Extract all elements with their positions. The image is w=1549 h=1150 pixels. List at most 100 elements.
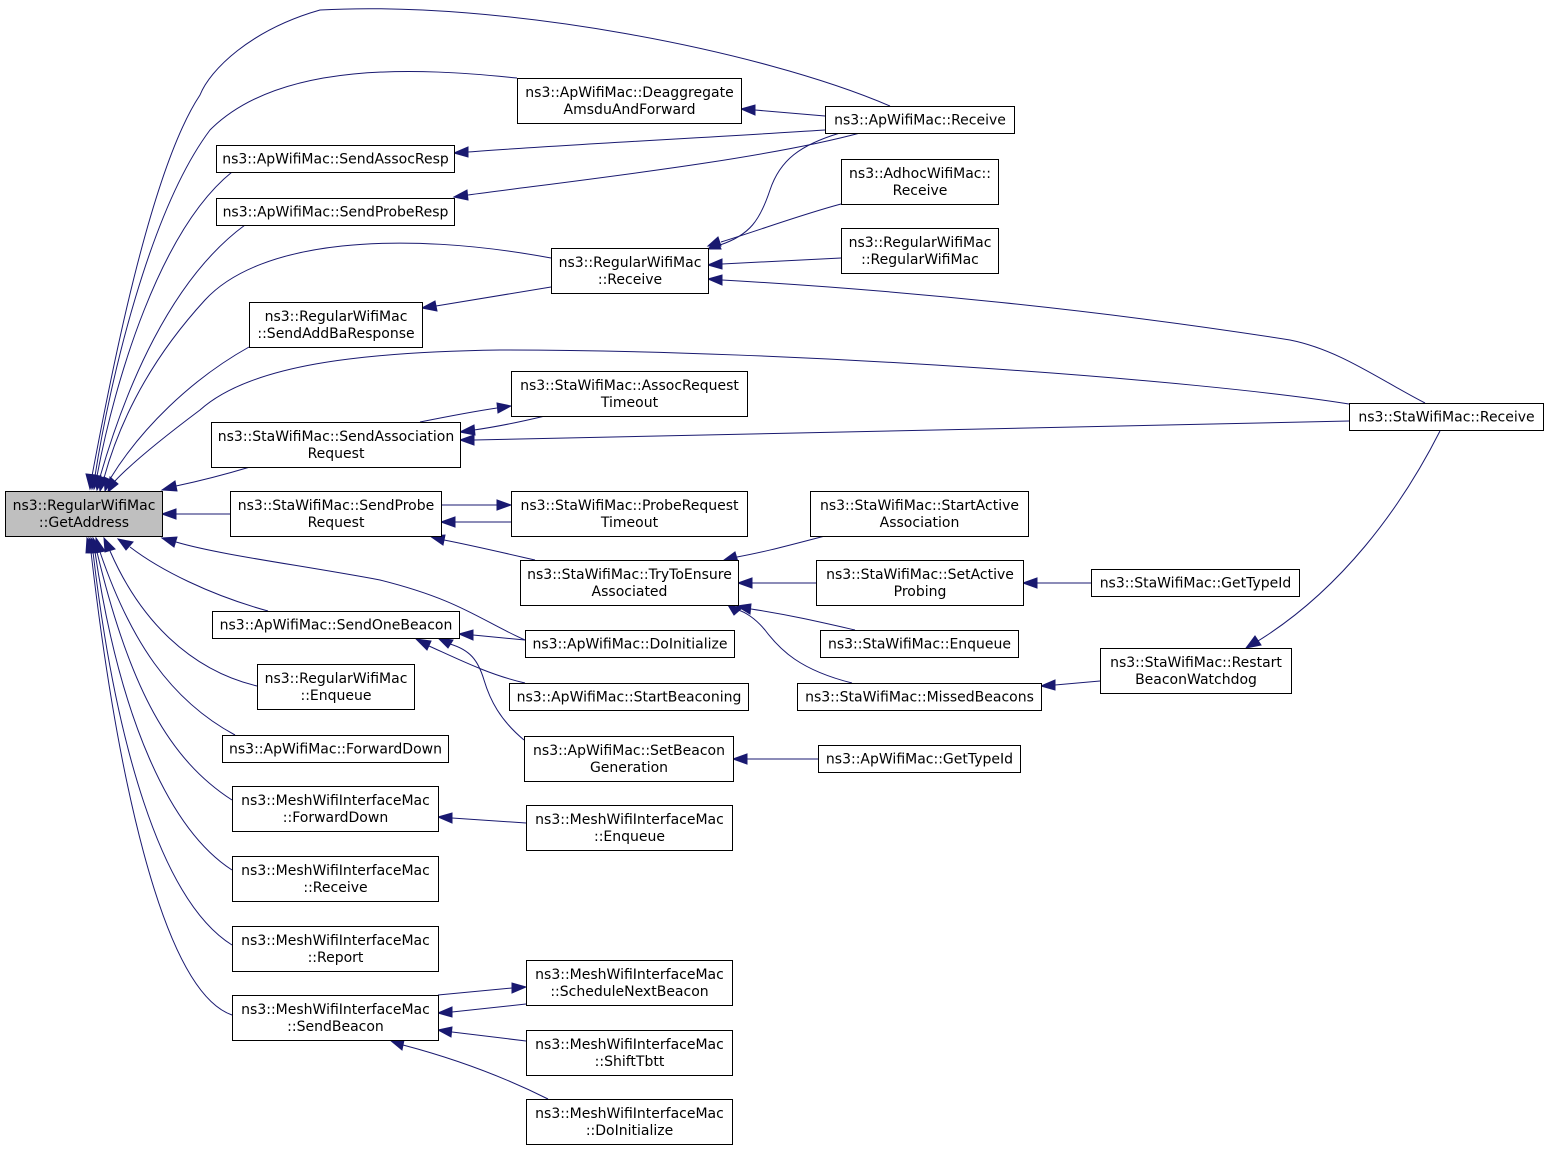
- edge-line: [721, 279, 1426, 404]
- node-label: ns3::RegularWifiMac: [265, 671, 408, 687]
- node-box[interactable]: [517, 78, 742, 124]
- edge-adhoc_receive-to-reg_receive: [706, 203, 842, 247]
- arrowhead-icon: [739, 104, 756, 116]
- arrowhead-icon: [458, 424, 476, 436]
- edge-reg_enqueue-to-root: [103, 536, 258, 687]
- arrowhead-icon: [414, 638, 432, 651]
- node-box[interactable]: [820, 630, 1019, 658]
- node-mesh-forwarddown[interactable]: ns3::MeshWifiInterfaceMac::ForwardDown: [232, 786, 439, 832]
- node-ap-deagg[interactable]: ns3::ApWifiMac::DeaggregateAmsduAndForwa…: [517, 78, 742, 124]
- node-box[interactable]: [232, 926, 439, 972]
- node-box[interactable]: [841, 159, 999, 205]
- node-label: BeaconWatchdog: [1135, 672, 1257, 688]
- node-box[interactable]: [257, 664, 415, 710]
- node-label: ns3::MeshWifiInterfaceMac: [241, 863, 430, 879]
- node-box[interactable]: [525, 630, 735, 658]
- node-box[interactable]: [526, 1099, 733, 1145]
- edge-line: [94, 551, 233, 871]
- node-box[interactable]: [551, 248, 709, 294]
- node-adhoc-receive[interactable]: ns3::AdhocWifiMac::Receive: [841, 159, 999, 205]
- node-ap-doinit[interactable]: ns3::ApWifiMac::DoInitialize: [525, 630, 735, 658]
- node-ap-sendprobe[interactable]: ns3::ApWifiMac::SendProbeResp: [216, 198, 455, 226]
- edge-mesh_doinit-to-mesh_sendbeacon: [388, 1039, 549, 1100]
- node-box[interactable]: [526, 960, 733, 1006]
- edge-sta_sendprobe-to-root: [160, 508, 230, 520]
- node-box[interactable]: [825, 106, 1015, 134]
- node-box[interactable]: [818, 745, 1021, 773]
- node-box[interactable]: [511, 491, 748, 537]
- node-ap-gettypeid[interactable]: ns3::ApWifiMac::GetTypeId: [818, 745, 1021, 773]
- node-reg-enqueue[interactable]: ns3::RegularWifiMac::Enqueue: [257, 664, 415, 710]
- node-box[interactable]: [216, 145, 455, 173]
- edge-sta_probetimeout-to-sta_sendprobe: [439, 516, 511, 528]
- node-box[interactable]: [212, 611, 460, 639]
- node-label: ns3::ApWifiMac::ForwardDown: [229, 742, 442, 758]
- arrowhead-icon: [1039, 679, 1056, 691]
- node-mesh-enqueue[interactable]: ns3::MeshWifiInterfaceMac::Enqueue: [526, 805, 733, 851]
- node-ap-receive[interactable]: ns3::ApWifiMac::Receive: [825, 106, 1015, 134]
- node-mesh-shift[interactable]: ns3::MeshWifiInterfaceMac::ShiftTbtt: [526, 1030, 733, 1076]
- edge-sta_assoctimeout-to-sta_sendassoc: [458, 415, 546, 436]
- node-box[interactable]: [232, 995, 439, 1041]
- node-mesh-schedule[interactable]: ns3::MeshWifiInterfaceMac::ScheduleNextB…: [526, 960, 733, 1006]
- node-mesh-sendbeacon[interactable]: ns3::MeshWifiInterfaceMac::SendBeacon: [232, 995, 439, 1041]
- node-box[interactable]: [1100, 648, 1292, 694]
- node-box[interactable]: [216, 198, 455, 226]
- edge-sta_receive-to-root: [107, 349, 1350, 494]
- node-mesh-receive[interactable]: ns3::MeshWifiInterfaceMac::Receive: [232, 856, 439, 902]
- node-reg-receive[interactable]: ns3::RegularWifiMac::Receive: [551, 248, 709, 294]
- node-box[interactable]: [810, 491, 1029, 537]
- node-reg-sendaddba[interactable]: ns3::RegularWifiMac::SendAddBaResponse: [249, 302, 423, 348]
- node-box[interactable]: [511, 371, 748, 417]
- node-box[interactable]: [797, 683, 1042, 711]
- node-box[interactable]: [232, 856, 439, 902]
- node-box[interactable]: [5, 491, 163, 537]
- node-label: ns3::AdhocWifiMac::: [849, 166, 991, 182]
- node-box[interactable]: [249, 302, 423, 348]
- node-box[interactable]: [526, 1030, 733, 1076]
- node-box[interactable]: [232, 786, 439, 832]
- node-box[interactable]: [230, 491, 442, 537]
- arrowhead-icon: [420, 300, 438, 312]
- node-ap-forwarddown[interactable]: ns3::ApWifiMac::ForwardDown: [222, 735, 449, 763]
- node-sta-receive[interactable]: ns3::StaWifiMac::Receive: [1349, 403, 1544, 431]
- node-sta-missed[interactable]: ns3::StaWifiMac::MissedBeacons: [797, 683, 1042, 711]
- node-label: ::DoInitialize: [586, 1123, 673, 1139]
- node-box[interactable]: [222, 735, 449, 763]
- edge-line: [754, 109, 826, 117]
- node-mesh-doinit[interactable]: ns3::MeshWifiInterfaceMac::DoInitialize: [526, 1099, 733, 1145]
- arrowhead-icon: [436, 1006, 453, 1018]
- node-root[interactable]: ns3::RegularWifiMac::GetAddress: [5, 491, 163, 537]
- node-box[interactable]: [1349, 403, 1544, 431]
- arrowhead-icon: [160, 480, 178, 492]
- node-reg-ctor[interactable]: ns3::RegularWifiMac::RegularWifiMac: [841, 228, 999, 274]
- node-mesh-report[interactable]: ns3::MeshWifiInterfaceMac::Report: [232, 926, 439, 972]
- edge-mesh_shift-to-mesh_sendbeacon: [436, 1026, 527, 1042]
- arrowhead-icon: [736, 577, 753, 589]
- node-ap-startbeacon[interactable]: ns3::ApWifiMac::StartBeaconing: [509, 683, 749, 711]
- node-sta-gettypeid[interactable]: ns3::StaWifiMac::GetTypeId: [1091, 569, 1300, 597]
- arrowhead-icon: [388, 1039, 405, 1051]
- node-box[interactable]: [841, 228, 999, 274]
- node-ap-sendassoc[interactable]: ns3::ApWifiMac::SendAssocResp: [216, 145, 455, 173]
- node-box[interactable]: [816, 560, 1024, 606]
- node-box[interactable]: [524, 736, 734, 782]
- node-box[interactable]: [1091, 569, 1300, 597]
- node-box[interactable]: [211, 422, 461, 468]
- node-box[interactable]: [509, 683, 749, 711]
- node-box[interactable]: [520, 560, 739, 606]
- node-box[interactable]: [526, 805, 733, 851]
- edge-line: [449, 643, 525, 741]
- node-sta-enqueue[interactable]: ns3::StaWifiMac::Enqueue: [820, 630, 1019, 658]
- node-ap-sendonebeacon[interactable]: ns3::ApWifiMac::SendOneBeacon: [212, 611, 460, 639]
- node-label: ns3::StaWifiMac::AssocRequest: [520, 378, 739, 394]
